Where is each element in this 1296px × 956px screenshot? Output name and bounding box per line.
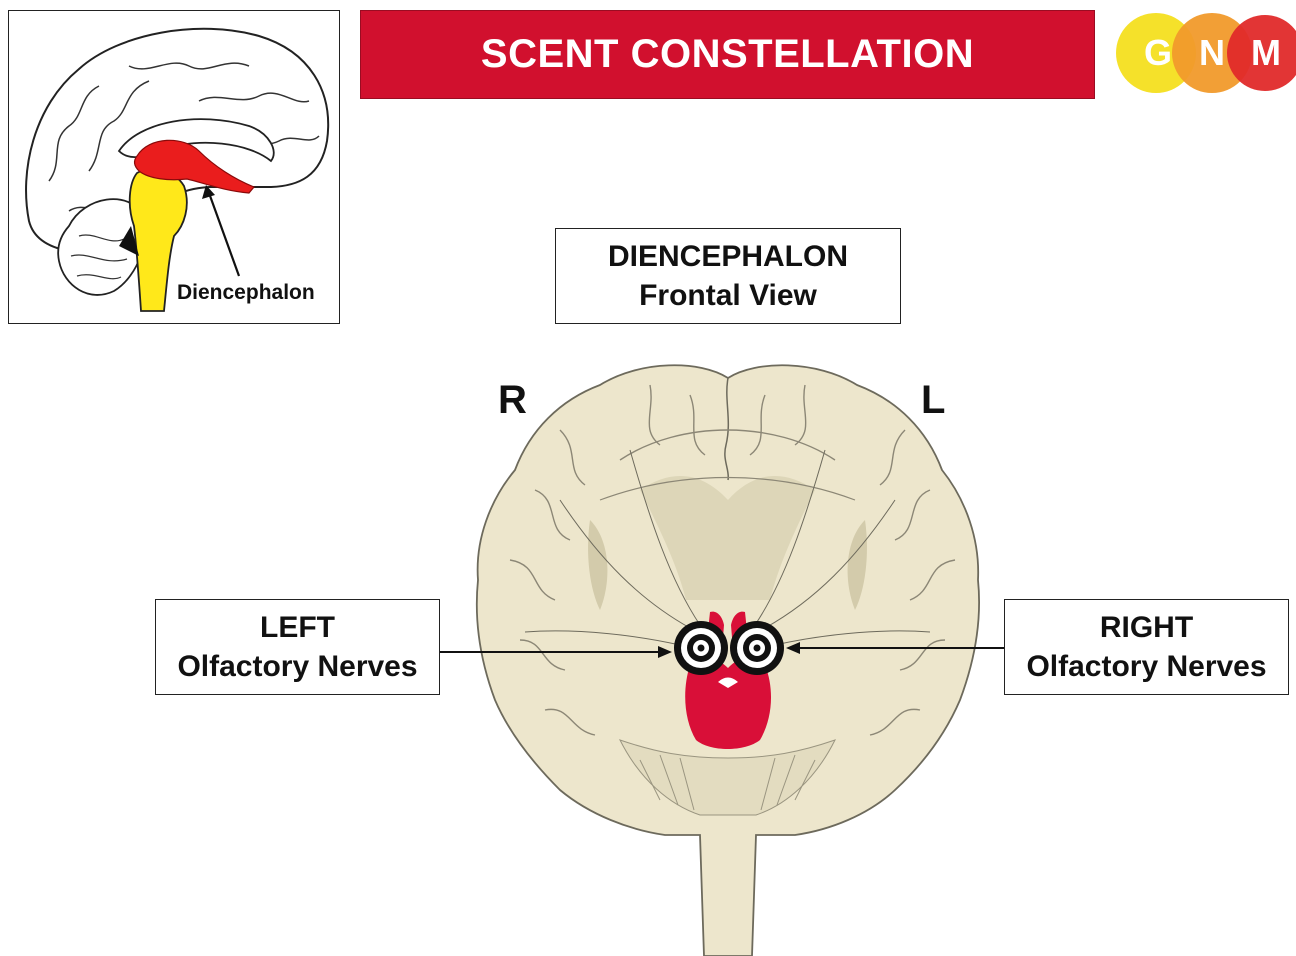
view-label-line2: Frontal View (639, 276, 817, 315)
left-hemisphere-marker: L (921, 378, 945, 423)
right-olfactory-callout: RIGHT Olfactory Nerves (1004, 599, 1289, 695)
left-callout-line2: Olfactory Nerves (177, 647, 417, 686)
left-olfactory-target (674, 621, 728, 675)
diencephalon-view-label: DIENCEPHALON Frontal View (555, 228, 901, 324)
right-callout-line2: Olfactory Nerves (1026, 647, 1266, 686)
left-olfactory-callout: LEFT Olfactory Nerves (155, 599, 440, 695)
right-olfactory-target (730, 621, 784, 675)
right-hemisphere-marker: R (498, 378, 527, 423)
left-callout-line1: LEFT (260, 608, 335, 647)
view-label-line1: DIENCEPHALON (608, 237, 848, 276)
right-callout-line1: RIGHT (1100, 608, 1193, 647)
